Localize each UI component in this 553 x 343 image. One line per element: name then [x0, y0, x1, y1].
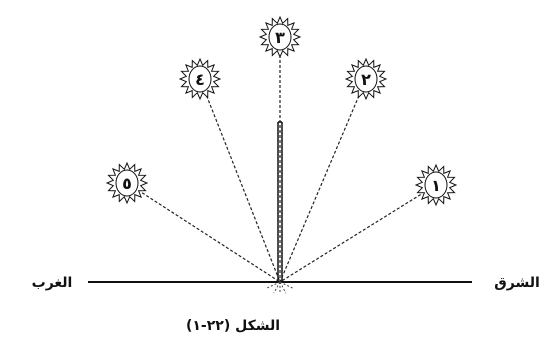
shadow-lines — [266, 282, 293, 294]
sun-1-number: ١ — [431, 176, 441, 195]
sun-2-number: ٢ — [361, 70, 371, 89]
sun-1-icon: ١ — [416, 165, 456, 205]
sun-5-icon: ٥ — [107, 163, 147, 203]
sun-4-number: ٤ — [195, 70, 205, 89]
shadow-sun-4 — [280, 282, 286, 293]
sun-5-number: ٥ — [122, 174, 132, 193]
sun-2-icon: ٢ — [346, 59, 386, 99]
east-label: الشرق — [494, 275, 540, 291]
west-label: الغرب — [32, 275, 73, 291]
ray-sun-1 — [280, 195, 421, 283]
sun-4-icon: ٤ — [180, 59, 220, 99]
ray-sun-5 — [142, 193, 280, 282]
figure-caption: الشكل (٢٢-١) — [186, 318, 280, 334]
ray-sun-2 — [280, 96, 359, 282]
sun-3-number: ٣ — [275, 28, 285, 47]
shadow-sun-2 — [274, 282, 280, 293]
sun-3-icon: ٣ — [260, 17, 300, 57]
ray-sun-4 — [207, 96, 280, 282]
